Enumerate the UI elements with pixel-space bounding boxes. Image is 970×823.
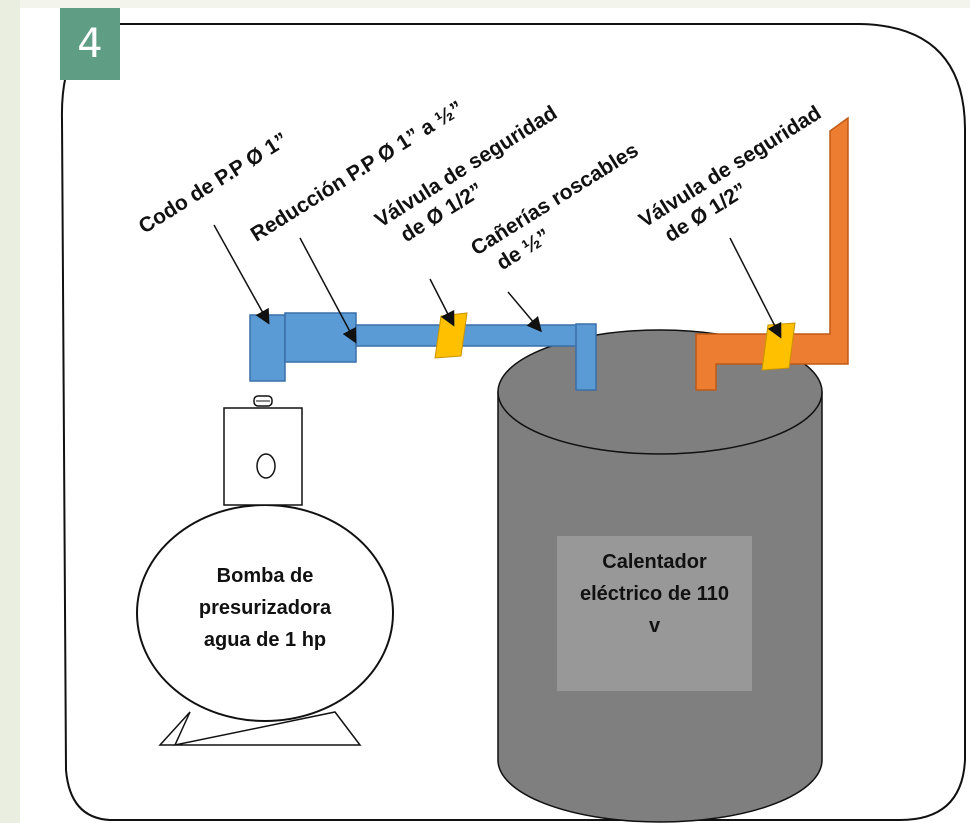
blue-vertical-inlet (575, 323, 597, 391)
reducer-fitting (284, 312, 357, 363)
pump-label: Bomba de presurizadora agua de 1 hp (198, 565, 332, 651)
heater-label: Calentador eléctrico de 110 v (580, 551, 729, 637)
elbow-pipe-vertical (249, 314, 286, 382)
slide-number-badge: 4 (60, 8, 120, 80)
arrow-canerias (507, 291, 542, 333)
arrow-reduccion (299, 237, 357, 344)
blue-horizontal-pipe (355, 324, 579, 347)
arrow-valvula-1 (429, 278, 455, 327)
arrow-codo (213, 224, 270, 325)
pump-stand (158, 711, 362, 747)
heater-label-box (557, 536, 752, 691)
arrow-valvula-2 (729, 237, 782, 339)
pump-motor-port (256, 453, 276, 479)
safety-valve-2 (761, 322, 796, 371)
slide-edge-stripe (0, 0, 20, 823)
